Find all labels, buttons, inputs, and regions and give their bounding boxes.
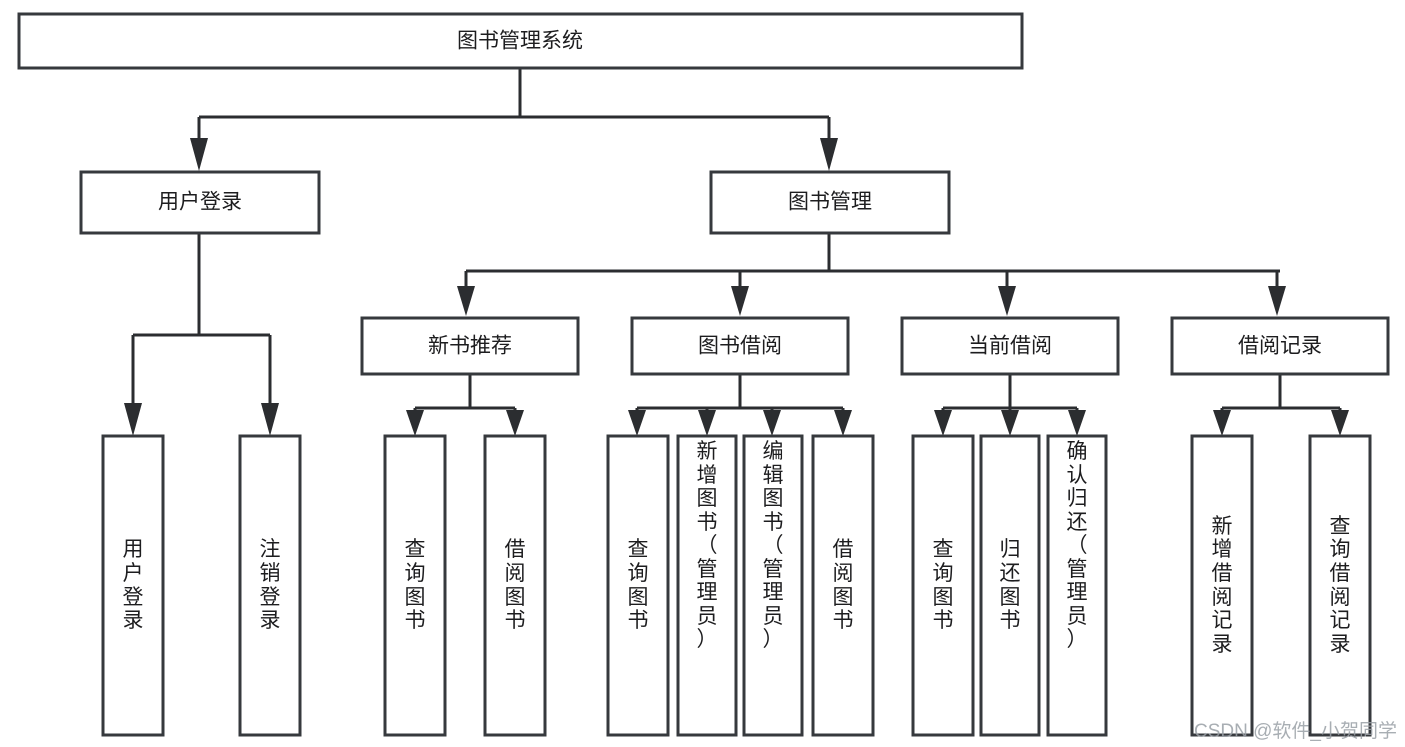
node-leaf-borrow-book-1-box[interactable] bbox=[483, 434, 547, 737]
arrowhead-leaf-logout bbox=[261, 403, 279, 436]
node-leaf-query-book-2-box[interactable] bbox=[606, 434, 670, 737]
node-new-book-recommend-box[interactable] bbox=[360, 316, 580, 376]
arrowhead-leaf-add-book bbox=[698, 410, 716, 436]
arrowhead-borrow-record bbox=[1268, 286, 1286, 316]
node-borrow-record-label: 借阅记录 bbox=[1238, 335, 1322, 358]
arrowhead-leaf-query-book-2 bbox=[628, 410, 646, 436]
node-current-borrow-label: 当前借阅 bbox=[968, 335, 1052, 358]
node-leaf-query-record-box[interactable] bbox=[1308, 434, 1372, 737]
arrowhead-leaf-user-login bbox=[124, 403, 142, 436]
arrowhead-leaf-query-record bbox=[1331, 410, 1349, 436]
arrowhead-leaf-query-book-1 bbox=[406, 410, 424, 436]
node-leaf-confirm-return-box[interactable] bbox=[1046, 434, 1108, 737]
node-leaf-add-book-box[interactable] bbox=[676, 434, 738, 737]
node-leaf-user-login-box[interactable] bbox=[101, 434, 165, 737]
node-leaf-add-record-box[interactable] bbox=[1190, 434, 1254, 737]
node-leaf-logout-box[interactable] bbox=[238, 434, 302, 737]
arrowhead-user-login bbox=[190, 138, 208, 171]
node-leaf-query-book-1-box[interactable] bbox=[383, 434, 447, 737]
arrowhead-leaf-confirm-return bbox=[1068, 410, 1086, 436]
arrowhead-leaf-return-book bbox=[1001, 410, 1019, 436]
node-layer: 图书管理系统 用户登录 图书管理 新书推荐 图书借阅 当前借阅 借阅记录 bbox=[17, 12, 1390, 737]
arrowhead-new-book-recommend bbox=[457, 286, 475, 316]
node-book-borrow-label: 图书借阅 bbox=[698, 335, 782, 358]
node-root-label: 图书管理系统 bbox=[457, 30, 583, 53]
node-book-management-box[interactable] bbox=[709, 170, 951, 235]
arrowhead-leaf-add-record bbox=[1213, 410, 1231, 436]
arrowhead-book-borrow bbox=[731, 286, 749, 316]
node-leaf-query-book-3-box[interactable] bbox=[911, 434, 975, 737]
arrowhead-book-management bbox=[820, 138, 838, 171]
node-borrow-record-box[interactable] bbox=[1170, 316, 1390, 376]
node-new-book-recommend-label: 新书推荐 bbox=[428, 335, 512, 358]
arrowhead-leaf-edit-book bbox=[763, 410, 781, 436]
node-leaf-edit-book-box[interactable] bbox=[742, 434, 804, 737]
node-book-borrow-box[interactable] bbox=[630, 316, 850, 376]
node-current-borrow-box[interactable] bbox=[900, 316, 1120, 376]
node-book-management-label: 图书管理 bbox=[788, 191, 872, 214]
connector-layer bbox=[124, 67, 1349, 436]
node-leaf-borrow-book-2-box[interactable] bbox=[811, 434, 875, 737]
node-leaf-return-book-box[interactable] bbox=[979, 434, 1041, 737]
node-root-box[interactable] bbox=[17, 12, 1024, 70]
node-user-login-box[interactable] bbox=[79, 170, 321, 235]
arrowhead-leaf-query-book-3 bbox=[934, 410, 952, 436]
arrowhead-current-borrow bbox=[998, 286, 1016, 316]
arrowhead-leaf-borrow-book-2 bbox=[834, 410, 852, 436]
node-user-login-label: 用户登录 bbox=[158, 191, 242, 214]
arrowhead-leaf-borrow-book-1 bbox=[506, 410, 524, 436]
